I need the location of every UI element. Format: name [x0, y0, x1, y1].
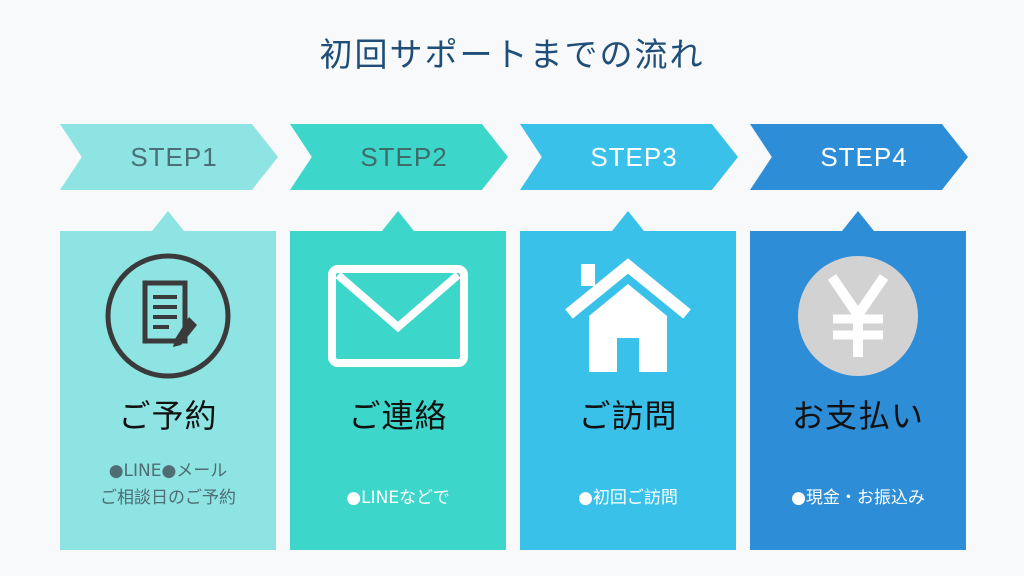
step-1-description: ●LINE●メール ご相談日のご予約 — [60, 458, 276, 512]
step-2-notch — [382, 211, 414, 231]
step-2-label: STEP2 — [360, 141, 448, 172]
yen-coin-icon — [750, 251, 966, 381]
step-4-notch — [842, 211, 874, 231]
step-1-desc-line-2: ご相談日のご予約 — [100, 488, 236, 508]
step-3-description: ●初回ご訪問 — [520, 485, 736, 512]
step-4-description: ●現金・お振込み — [750, 485, 966, 512]
step-4-heading: お支払い — [791, 397, 924, 435]
document-pen-icon — [60, 251, 276, 381]
step-1-desc-line-1: ●LINE●メール — [108, 461, 228, 481]
step-2-desc-line-1: ●LINEなどで — [346, 488, 450, 508]
step-3-desc-line-1: ●初回ご訪問 — [578, 488, 678, 508]
step-1-arrow: STEP1 — [60, 124, 278, 190]
step-4-card: お支払い ●現金・お振込み — [750, 211, 966, 550]
step-3-label: STEP3 — [590, 141, 678, 172]
step-1-notch — [152, 211, 184, 231]
step-2-card: ご連絡 ●LINEなどで — [290, 211, 506, 550]
step-3-heading: ご訪問 — [578, 397, 678, 435]
step-3-notch — [612, 211, 644, 231]
step-2-heading: ご連絡 — [348, 397, 448, 435]
page-title: 初回サポートまでの流れ — [319, 35, 705, 74]
step-2-description: ●LINEなどで — [290, 485, 506, 512]
step-4-arrow: STEP4 — [750, 124, 968, 190]
step-1-label: STEP1 — [130, 141, 218, 172]
step-1-card: ご予約 ●LINE●メール ご相談日のご予約 — [60, 211, 276, 550]
step-3-arrow: STEP3 — [520, 124, 738, 190]
envelope-icon — [290, 251, 506, 381]
step-4-label: STEP4 — [820, 141, 908, 172]
step-1-heading: ご予約 — [118, 397, 218, 435]
step-4-desc-line-1: ●現金・お振込み — [791, 488, 925, 508]
step-2-arrow: STEP2 — [290, 124, 508, 190]
step-3-card: ご訪問 ●初回ご訪問 — [520, 211, 736, 550]
house-icon — [520, 251, 736, 381]
